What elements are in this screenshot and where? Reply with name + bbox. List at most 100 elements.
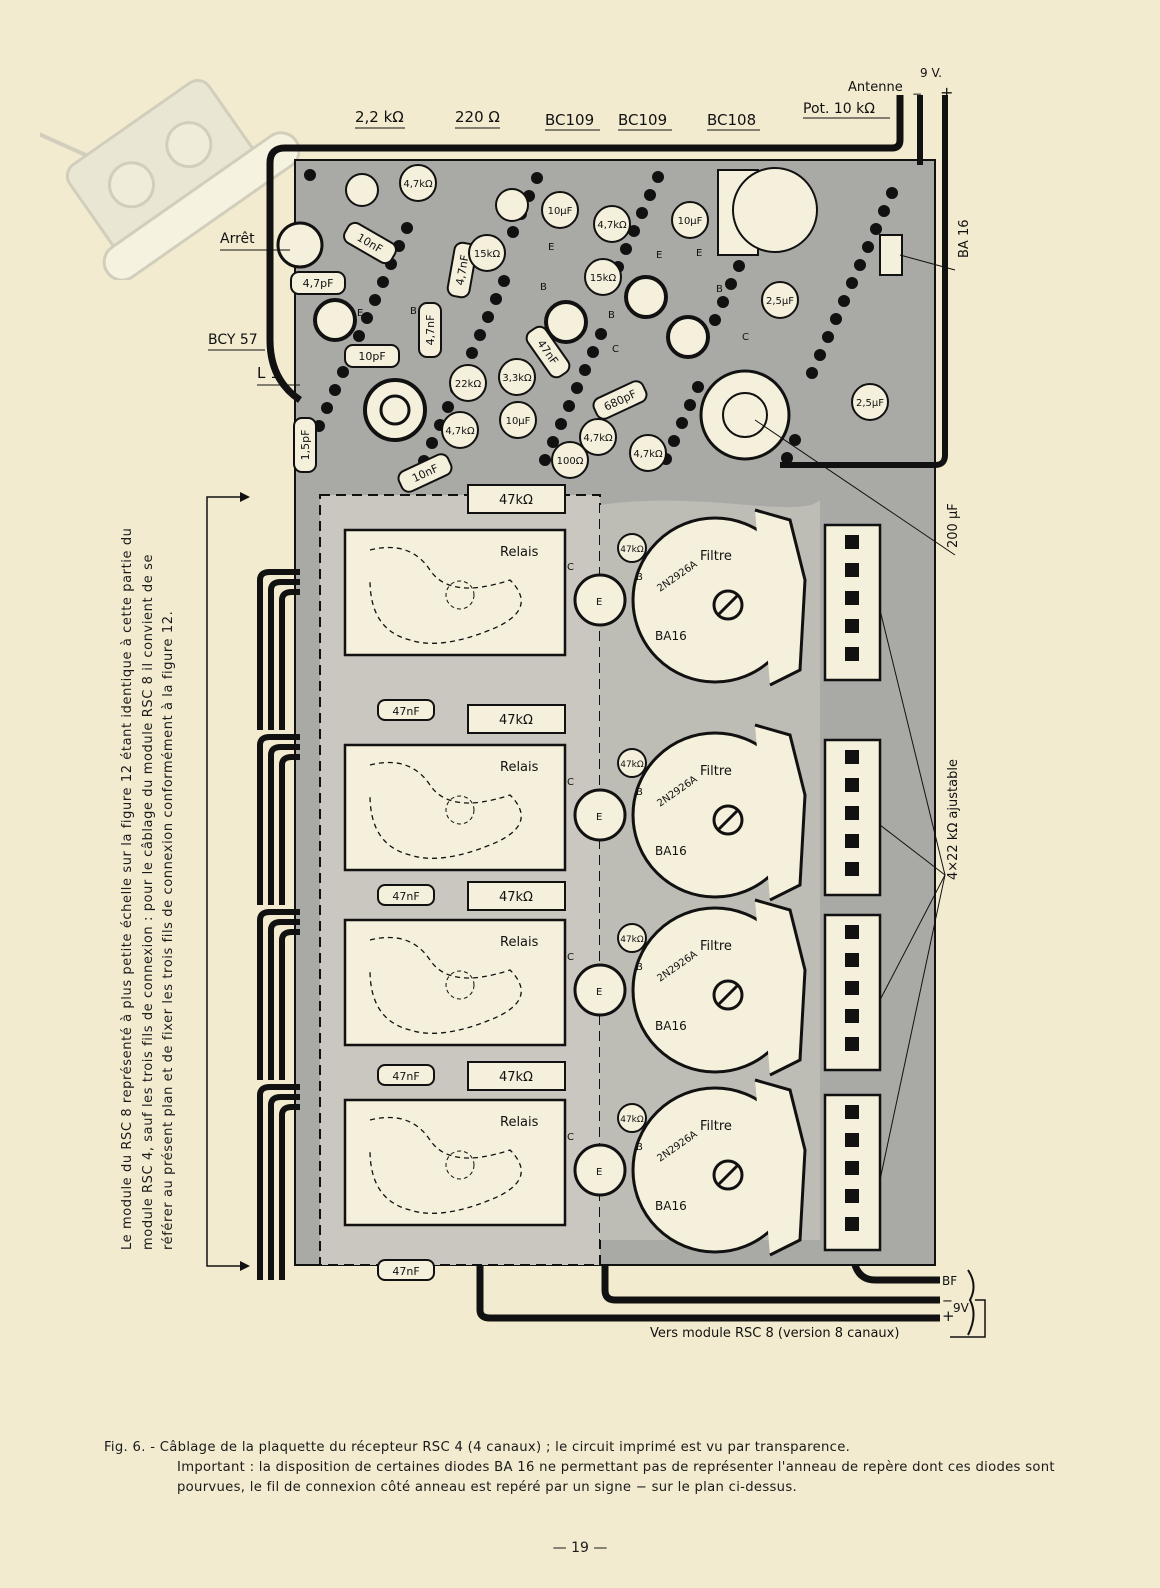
capacitor-value: 47nF [392, 1070, 419, 1083]
filter-adjust-screw[interactable] [712, 1159, 744, 1191]
relay-coil [445, 795, 475, 825]
component-body [579, 418, 617, 456]
coil-core [379, 394, 411, 426]
solder-pad [377, 276, 389, 288]
label-bc109-1: BC109 [545, 111, 594, 129]
component-value: 4,7kΩ [583, 433, 613, 444]
connection-wire [279, 1104, 300, 1280]
solder-pad [709, 314, 721, 326]
resistor [617, 748, 647, 778]
component-value: 4,7pF [303, 277, 334, 290]
trimmer-pad [845, 925, 859, 939]
connection-wire [268, 1094, 300, 1280]
trimmer-pad [845, 834, 859, 848]
pin-label: B [410, 306, 417, 317]
leader-line [899, 254, 956, 271]
leader-line [879, 824, 946, 876]
screw-slot [716, 1163, 740, 1187]
trimmer-pad [845, 778, 859, 792]
filter-bracket [754, 1078, 807, 1257]
resistor-value: 47kΩ [499, 1070, 533, 1085]
connection-wire [268, 919, 300, 1080]
label-2k2: 2,2 kΩ [355, 108, 404, 126]
solder-pad [482, 311, 494, 323]
component-value: 4,7kΩ [445, 426, 475, 437]
label-9v: 9 V. [920, 66, 942, 80]
solder-pad [676, 417, 688, 429]
component-value: 22kΩ [455, 379, 482, 390]
page-number: — 19 — [552, 1540, 608, 1556]
solder-pad [579, 364, 591, 376]
solder-pad [329, 384, 341, 396]
solder-pad [725, 278, 737, 290]
relay-trace [369, 936, 522, 1034]
component: 10µF [671, 201, 709, 239]
relay [343, 1098, 567, 1227]
trimmer-pad [845, 953, 859, 967]
pin-label: B [636, 572, 643, 583]
solder-pad [717, 296, 729, 308]
solder-pad [733, 260, 745, 272]
pin-label: B [716, 284, 723, 295]
component-body [584, 258, 622, 296]
trimmer-pad [845, 1161, 859, 1175]
side-note: Le module du RSC 8 représenté à plus pet… [120, 527, 176, 1250]
component-body [592, 380, 648, 420]
relay-label: Relais [500, 545, 539, 560]
screw-slot [716, 593, 740, 617]
filter-adjust-screw[interactable] [712, 979, 744, 1011]
label-9v-bottom: 9V [953, 1301, 970, 1315]
solder-pad [846, 277, 858, 289]
component-body [343, 221, 397, 265]
resistor-47k [467, 1061, 566, 1091]
component: 4,7kΩ [629, 434, 667, 472]
label-220: 220 Ω [455, 108, 500, 126]
trimmer-pad [845, 563, 859, 577]
relay-coil [445, 580, 475, 610]
connection-wire [268, 579, 300, 730]
label-switch: Arrêt [220, 231, 255, 247]
solder-pad [652, 171, 664, 183]
solder-pad [587, 346, 599, 358]
filter-adjust-screw[interactable] [712, 589, 744, 621]
capacitor-47n [377, 1259, 435, 1281]
solder-pad [886, 187, 898, 199]
pin-label: C [567, 1132, 574, 1143]
component-body [629, 434, 667, 472]
component: 4,7kΩ [579, 418, 617, 456]
component-value: 4,7kΩ [403, 179, 433, 190]
connection-wire [257, 569, 300, 730]
trimmer-pad [845, 1037, 859, 1051]
filter-label: Filtre [700, 939, 732, 954]
relay-coil [445, 1150, 475, 1180]
solder-pad [620, 243, 632, 255]
caption-line-1: Fig. 6. - Câblage de la plaquette du réc… [104, 1440, 851, 1455]
solder-pad [830, 313, 842, 325]
label-bf: BF [942, 1274, 957, 1288]
pin-label: E [596, 1167, 602, 1178]
label-pot: Pot. 10 kΩ [803, 101, 875, 117]
solder-pad [337, 366, 349, 378]
pin-label: C [742, 332, 749, 343]
transistor [624, 275, 668, 319]
caption-line-2: Important : la disposition de certaines … [177, 1460, 1055, 1495]
trimmer-pad [845, 1217, 859, 1231]
solder-pad [490, 293, 502, 305]
transistor [573, 963, 627, 1017]
component-body [418, 302, 442, 358]
capacitor-value: 47nF [392, 1265, 419, 1278]
filter-adjust-screw[interactable] [712, 804, 744, 836]
filter-bracket [754, 508, 807, 687]
solder-pad [547, 436, 559, 448]
potentiometer[interactable] [732, 167, 818, 253]
component-value: 4,7nF [424, 315, 437, 346]
solder-pad [692, 381, 704, 393]
capacitor-47n [377, 884, 435, 906]
solder-pad [466, 347, 478, 359]
supply-plus-wire [780, 95, 948, 468]
off-switch[interactable] [276, 221, 324, 269]
component-value: 1,5pF [299, 430, 312, 461]
resistor-value: 47kΩ [499, 890, 533, 905]
